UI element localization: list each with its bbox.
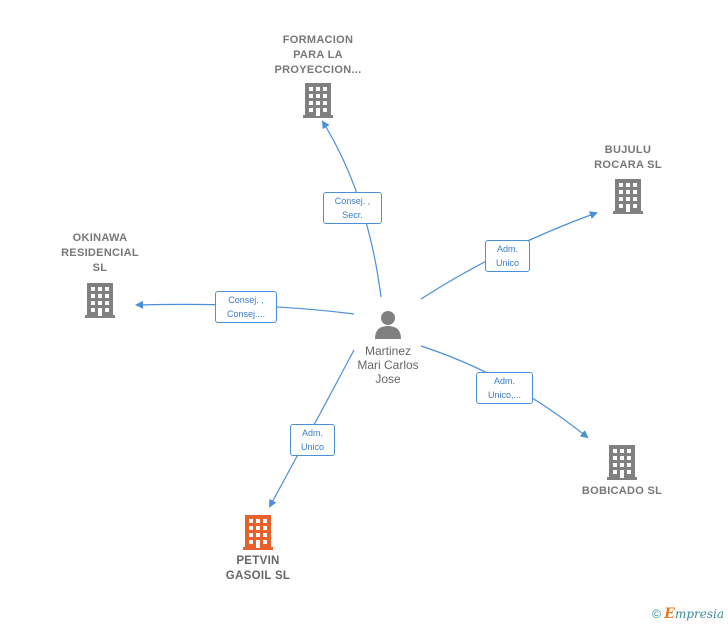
brand-logo: Empresia [664,606,724,622]
company-node-petvin[interactable]: PETVIN GASOIL SL [208,514,308,584]
footer-brand: © Empresia [652,606,724,622]
company-label: OKINAWA RESIDENCIAL SL [61,232,139,274]
relation-label-formacion[interactable]: Consej. , Secr. [323,192,382,224]
company-node-okinawa[interactable]: OKINAWA RESIDENCIAL SL [44,231,156,318]
company-node-bobicado[interactable]: BOBICADO SL [566,444,678,499]
person-node[interactable]: Martinez Mari Carlos Jose [338,309,438,386]
copyright-symbol: © [652,607,661,621]
building-icon [303,83,333,118]
building-icon [607,445,637,480]
company-node-formacion[interactable]: FORMACION PARA LA PROYECCION... [258,33,378,118]
building-icon [613,179,643,214]
building-icon [243,515,273,550]
edge-petvin [269,349,355,508]
company-label: PETVIN GASOIL SL [225,555,291,582]
relation-label-petvin[interactable]: Adm. Unico [290,424,335,456]
company-label: FORMACION PARA LA PROYECCION... [274,34,362,76]
person-name: Martinez Mari Carlos Jose [357,344,419,386]
building-icon [85,283,115,318]
relation-label-okinawa[interactable]: Consej. , Consej.... [215,291,277,323]
person-icon [375,311,401,339]
company-label: BOBICADO SL [581,485,663,497]
relation-label-bobicado[interactable]: Adm. Unico,... [476,372,533,404]
company-node-bujulu[interactable]: BUJULU ROCARA SL [578,143,678,214]
relation-label-bujulu[interactable]: Adm. Unico [485,240,530,272]
company-label: BUJULU ROCARA SL [594,144,662,171]
